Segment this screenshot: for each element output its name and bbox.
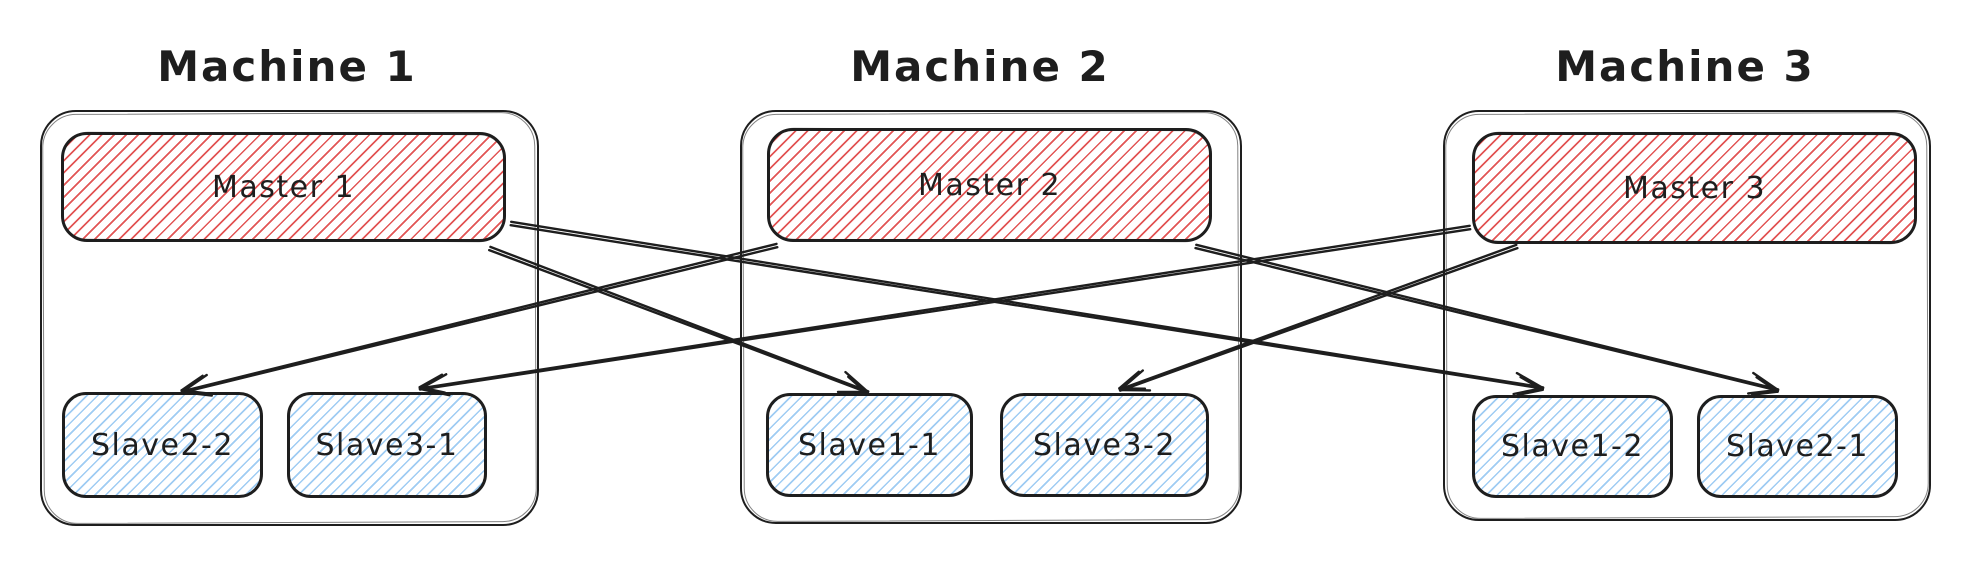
node-slave3-1: Slave3-1 <box>287 392 487 498</box>
node-slave2-1-label: Slave2-1 <box>1726 429 1869 464</box>
node-slave3-1-label: Slave3-1 <box>315 427 459 463</box>
node-master3: Master 3 <box>1472 132 1917 244</box>
node-slave1-2-label: Slave1-2 <box>1501 429 1644 464</box>
node-master3-label: Master 3 <box>1622 170 1767 206</box>
node-slave1-2: Slave1-2 <box>1472 395 1673 498</box>
node-slave2-2: Slave2-2 <box>62 392 263 498</box>
node-slave3-2: Slave3-2 <box>1000 393 1209 497</box>
node-slave2-2-label: Slave2-2 <box>91 427 234 463</box>
node-slave3-2-label: Slave3-2 <box>1033 427 1176 463</box>
node-slave1-1-label: Slave1-1 <box>798 427 941 463</box>
node-master1: Master 1 <box>61 132 506 242</box>
node-master2-label: Master 2 <box>917 167 1062 203</box>
machine2-title: Machine 2 <box>850 42 1110 91</box>
node-slave2-1: Slave2-1 <box>1697 395 1898 498</box>
machine3-title: Machine 3 <box>1555 42 1815 91</box>
node-master1-label: Master 1 <box>211 169 356 205</box>
machine1-title: Machine 1 <box>157 42 417 91</box>
node-slave1-1: Slave1-1 <box>766 393 973 497</box>
node-master2: Master 2 <box>767 128 1212 242</box>
